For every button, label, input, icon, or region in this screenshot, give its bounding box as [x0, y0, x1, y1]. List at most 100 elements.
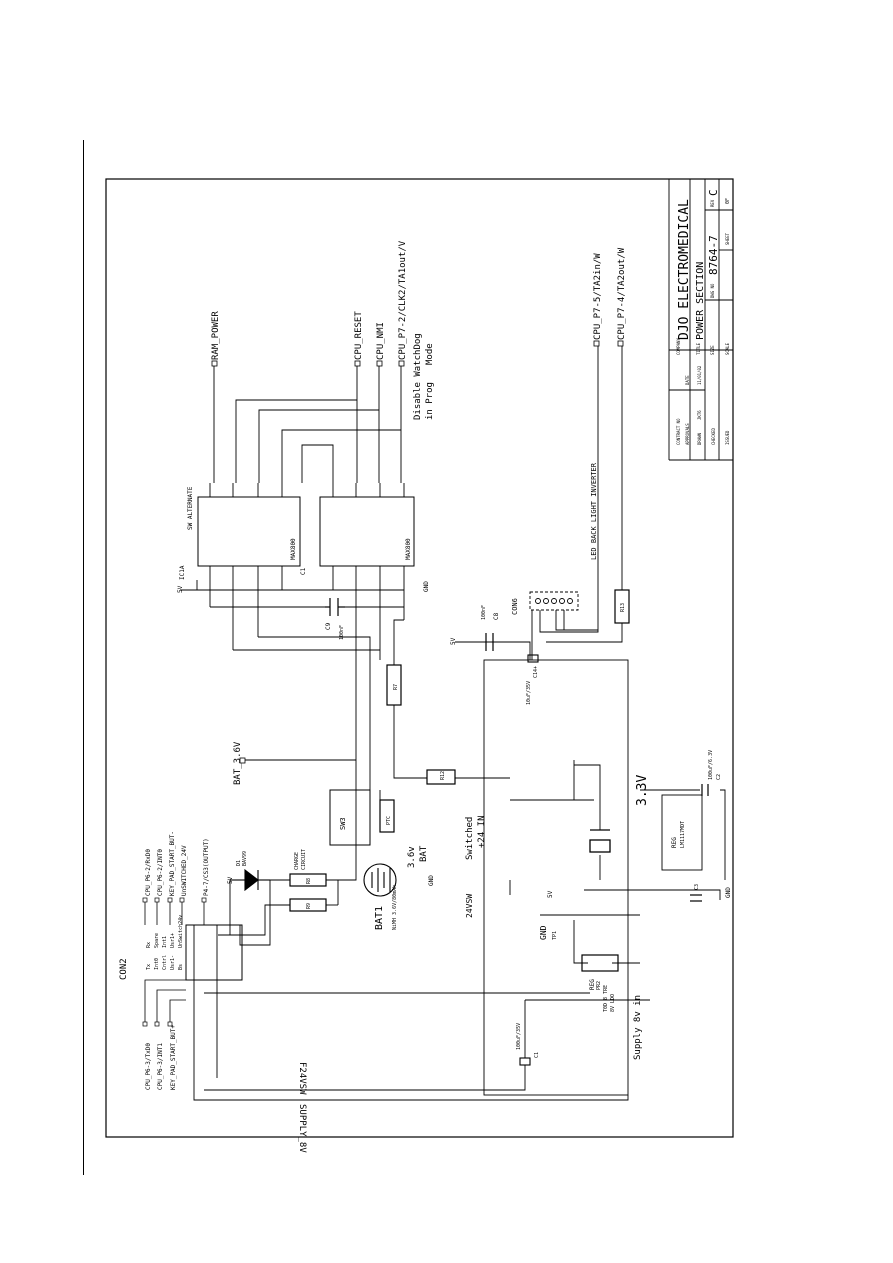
con2-right-3: UnSWITCHED_24V: [181, 845, 188, 896]
bat1-ref: BAT1: [374, 906, 385, 930]
capacitor-c3: [690, 894, 702, 902]
net-ram-power: RAM_POWER: [211, 311, 221, 360]
reg-ref: REG: [589, 979, 596, 990]
con2-pin-usr1p: Usr1+: [170, 933, 176, 948]
d1-part: BAV99: [242, 851, 248, 866]
note-disable-wd-2: in Prog: [425, 382, 435, 420]
ic1a-c1: C1: [300, 567, 307, 575]
reg2-part: LM1117MDT: [680, 821, 686, 848]
con2-right-2: KEY_PAD_START_BUT-: [169, 831, 176, 896]
dwg-no: 8764-7: [707, 235, 720, 275]
ic1a-max800: IC1A MAX800 C1: [179, 496, 307, 580]
drawn-label: DRAWN: [697, 432, 702, 445]
contract-label: CONTRACT NO: [676, 418, 681, 445]
c9-ref: C9: [325, 622, 332, 630]
capacitor-c9: [325, 598, 345, 616]
con2-right-0: CPU_P6-2/RxD0: [145, 849, 152, 896]
port-bat-36v: [239, 757, 246, 764]
drawing-title: POWER SECTION: [695, 262, 706, 340]
con2-pin-bs: Bs: [178, 964, 184, 970]
con2-left-1: CPU_P6-3/INT1: [157, 1043, 164, 1090]
resistor-r13: [614, 589, 630, 624]
ic1b-part: MAX800: [405, 538, 412, 560]
cx-ref: C3: [694, 884, 700, 890]
port-cpu-p7-5: [593, 340, 600, 347]
title-label: TITLE: [696, 342, 701, 355]
v5-label-c8: 5V: [450, 637, 457, 645]
drawn-by: JKT6: [697, 410, 702, 420]
note-led-inverter: LED BACK LIGHT INVERTER: [590, 462, 598, 560]
con2-left-0: CPU_P6-3/TxD0: [145, 1043, 152, 1090]
port-ram-power: [211, 360, 218, 367]
note-disable-wd-1: Disable WatchDog: [413, 333, 423, 420]
ptc-ref: PTC: [386, 816, 392, 825]
bat-label: BAT: [419, 845, 429, 862]
con2-right-4: P4-7/CS3(OUTPUT): [203, 838, 210, 896]
label-sw-alternate: SW ALTERNATE: [187, 486, 194, 530]
net-f24vsw: F24VSW: [297, 1062, 307, 1095]
r12-ref: R12: [440, 771, 446, 780]
company-label: COMPANY: [676, 338, 681, 355]
ic1a-ref: IC1A: [179, 565, 186, 580]
bat1-part: NiMH 3.6V/80mAh: [392, 885, 398, 930]
ic1b-max800: MAX800: [319, 496, 415, 567]
d1-ref: D1: [236, 860, 242, 866]
label-plus24-in: +24 IN: [477, 815, 487, 848]
gnd-ic: GND: [423, 581, 430, 592]
con2-pin-int0: Int0: [154, 958, 160, 970]
port-cpu-p7-4: [617, 340, 624, 347]
con2-pin-cntrl: Cntrl: [162, 955, 168, 970]
port-cpu-reset: [354, 360, 361, 367]
cb-value: 100uF/35V: [516, 1023, 522, 1050]
page-margin-rule: [83, 140, 84, 1175]
charge-label-1: CHARGE: [294, 852, 300, 870]
con2-pin-spare: Spare: [154, 933, 160, 948]
gnd-reg: GND: [725, 887, 732, 898]
label-supply-8v-in: Supply 8v in: [633, 995, 643, 1060]
sheet-label: SHEET: [725, 232, 730, 245]
port-cpu-p7-2: [398, 360, 405, 367]
capacitor-c1-bottom: [519, 1057, 531, 1066]
switch-sw3-box: [329, 789, 371, 846]
con2-pin-tx: Tx: [146, 964, 152, 970]
con2-pin-int1: Int1: [162, 936, 168, 948]
capacitor-c14: [527, 654, 539, 663]
v5-label-top: 5V: [177, 585, 184, 593]
wires: [180, 346, 726, 1101]
drawn-date: 11/01/02: [697, 365, 702, 385]
con2-left-ports: [142, 1021, 173, 1027]
reg-desc-2: 8V LDO: [610, 994, 616, 1012]
reg2-ref: REG: [671, 837, 678, 848]
gnd-tp1: GND: [539, 925, 548, 940]
net-labels: RAM_POWER CPU_RESET CPU_NMI CPU_P7-2/CLK…: [187, 240, 627, 560]
r7-ref: R7: [393, 684, 399, 690]
capacitor-c2: [701, 784, 709, 796]
tp1-ref: TP1: [552, 931, 558, 940]
gnd-bat: GND: [428, 875, 435, 886]
bat-voltage: 3.6v: [407, 846, 417, 868]
date-label: DATE: [685, 375, 690, 385]
rev-value: C: [707, 189, 720, 196]
net-cpu-reset: CPU_RESET: [354, 311, 364, 360]
c2-value: 100uF/6.3V: [708, 750, 714, 780]
battery-bat1: [363, 863, 397, 897]
con2-pin-unsw: UnSwitch24v: [178, 915, 184, 948]
net-supply-8v: SUPPLY_8V: [297, 1104, 307, 1153]
rev-label: REV: [710, 199, 715, 207]
connector-con2: [185, 924, 243, 981]
note-disable-wd-3: Mode: [425, 343, 435, 365]
title-block-text: COMPANY DJO ELECTROMEDICAL TITLE POWER S…: [676, 189, 731, 445]
c9-value: 100nF: [339, 625, 345, 640]
drawing-border: [105, 178, 734, 1138]
label-24vsw: 24VSW: [465, 894, 474, 918]
capacitor-main: [589, 829, 611, 853]
label-switched: Switched: [465, 817, 475, 860]
connector-con6: [529, 591, 579, 611]
charge-label-2: CIRCUIT: [301, 849, 307, 870]
r13-ref: R13: [620, 603, 626, 612]
v5-label-reg: 5V: [547, 890, 554, 898]
net-bat-36v: BAT_3.6V: [233, 741, 243, 785]
net-cpu-nmi: CPU_NMI: [376, 322, 386, 360]
port-cpu-nmi: [376, 360, 383, 367]
